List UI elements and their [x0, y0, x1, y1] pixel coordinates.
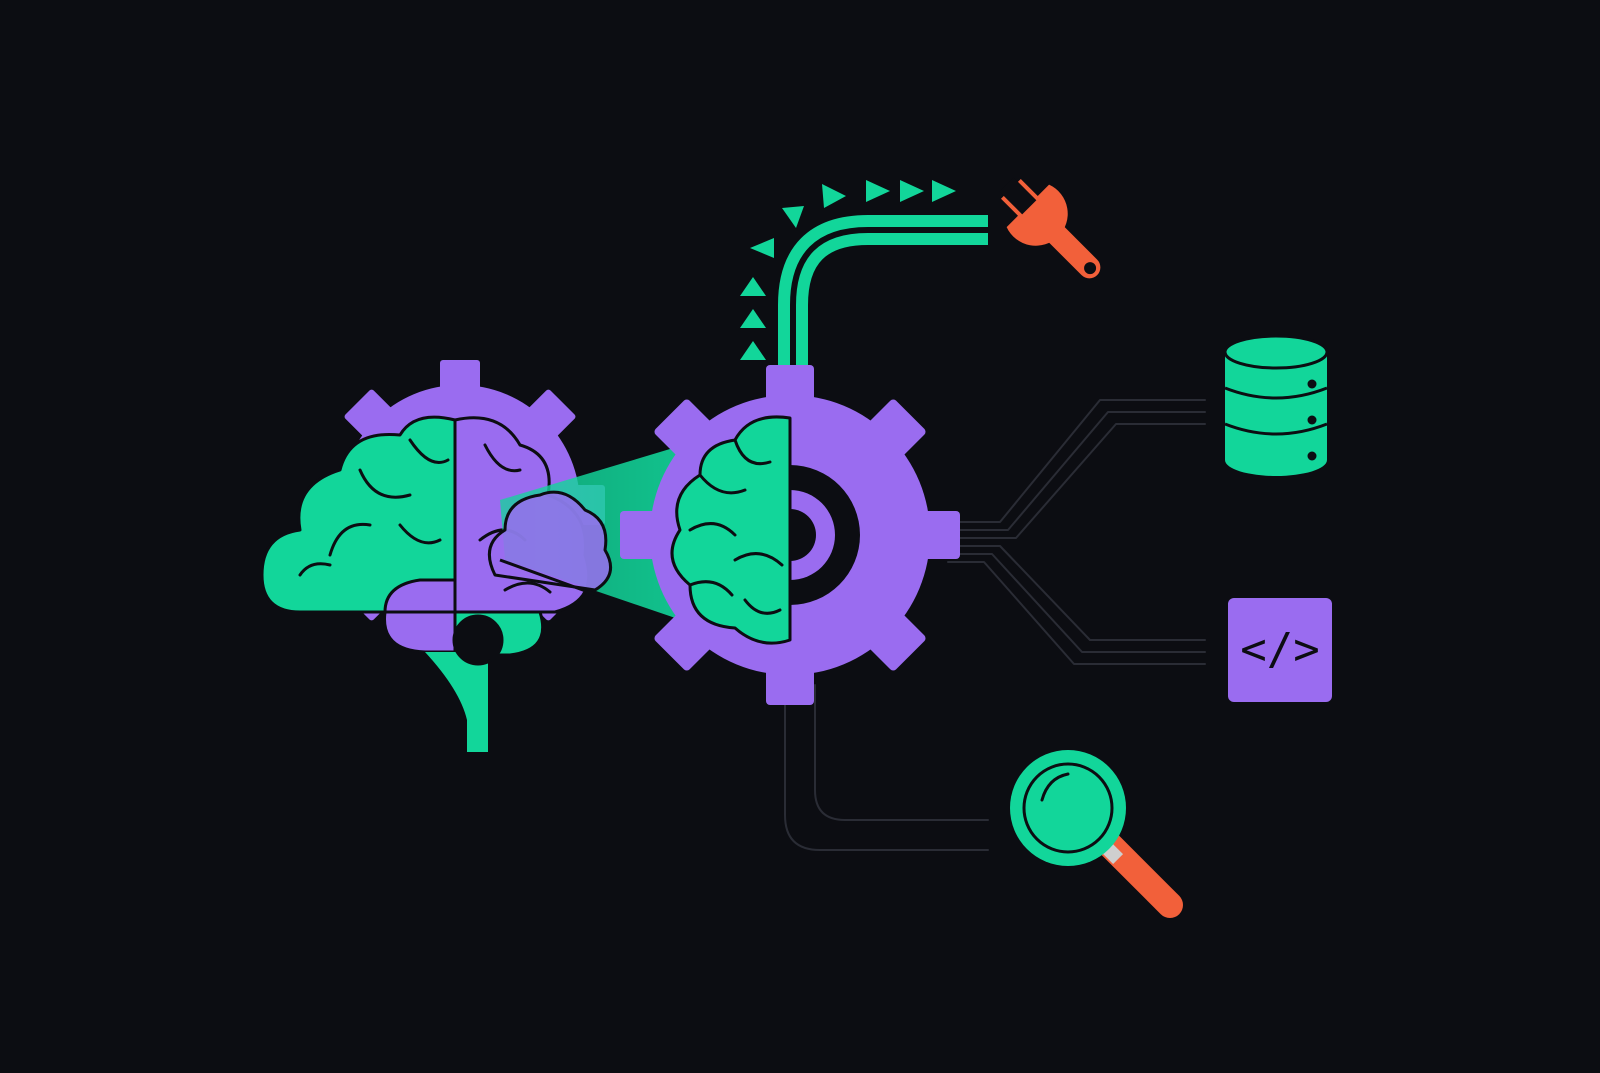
arrow-triangle [866, 180, 890, 202]
arrow-triangle [740, 341, 766, 360]
wrench-icon [999, 177, 1101, 279]
arrow-triangle [900, 180, 924, 202]
code-symbol: </> [1240, 624, 1319, 675]
top-pipe [778, 215, 988, 395]
arrow-triangle [740, 277, 766, 296]
arrow-triangle [932, 180, 956, 202]
magnifier-icon [1010, 750, 1183, 918]
arrow-triangle [750, 238, 774, 258]
arrow-triangle [822, 184, 846, 208]
database-icon [1223, 334, 1329, 476]
code-brackets-icon: </> [1228, 598, 1332, 702]
arrow-triangle [740, 309, 766, 328]
big-gear [620, 365, 960, 705]
connection-wires [784, 399, 1206, 851]
flow-arrows [740, 180, 956, 360]
arrow-triangle [782, 206, 804, 228]
